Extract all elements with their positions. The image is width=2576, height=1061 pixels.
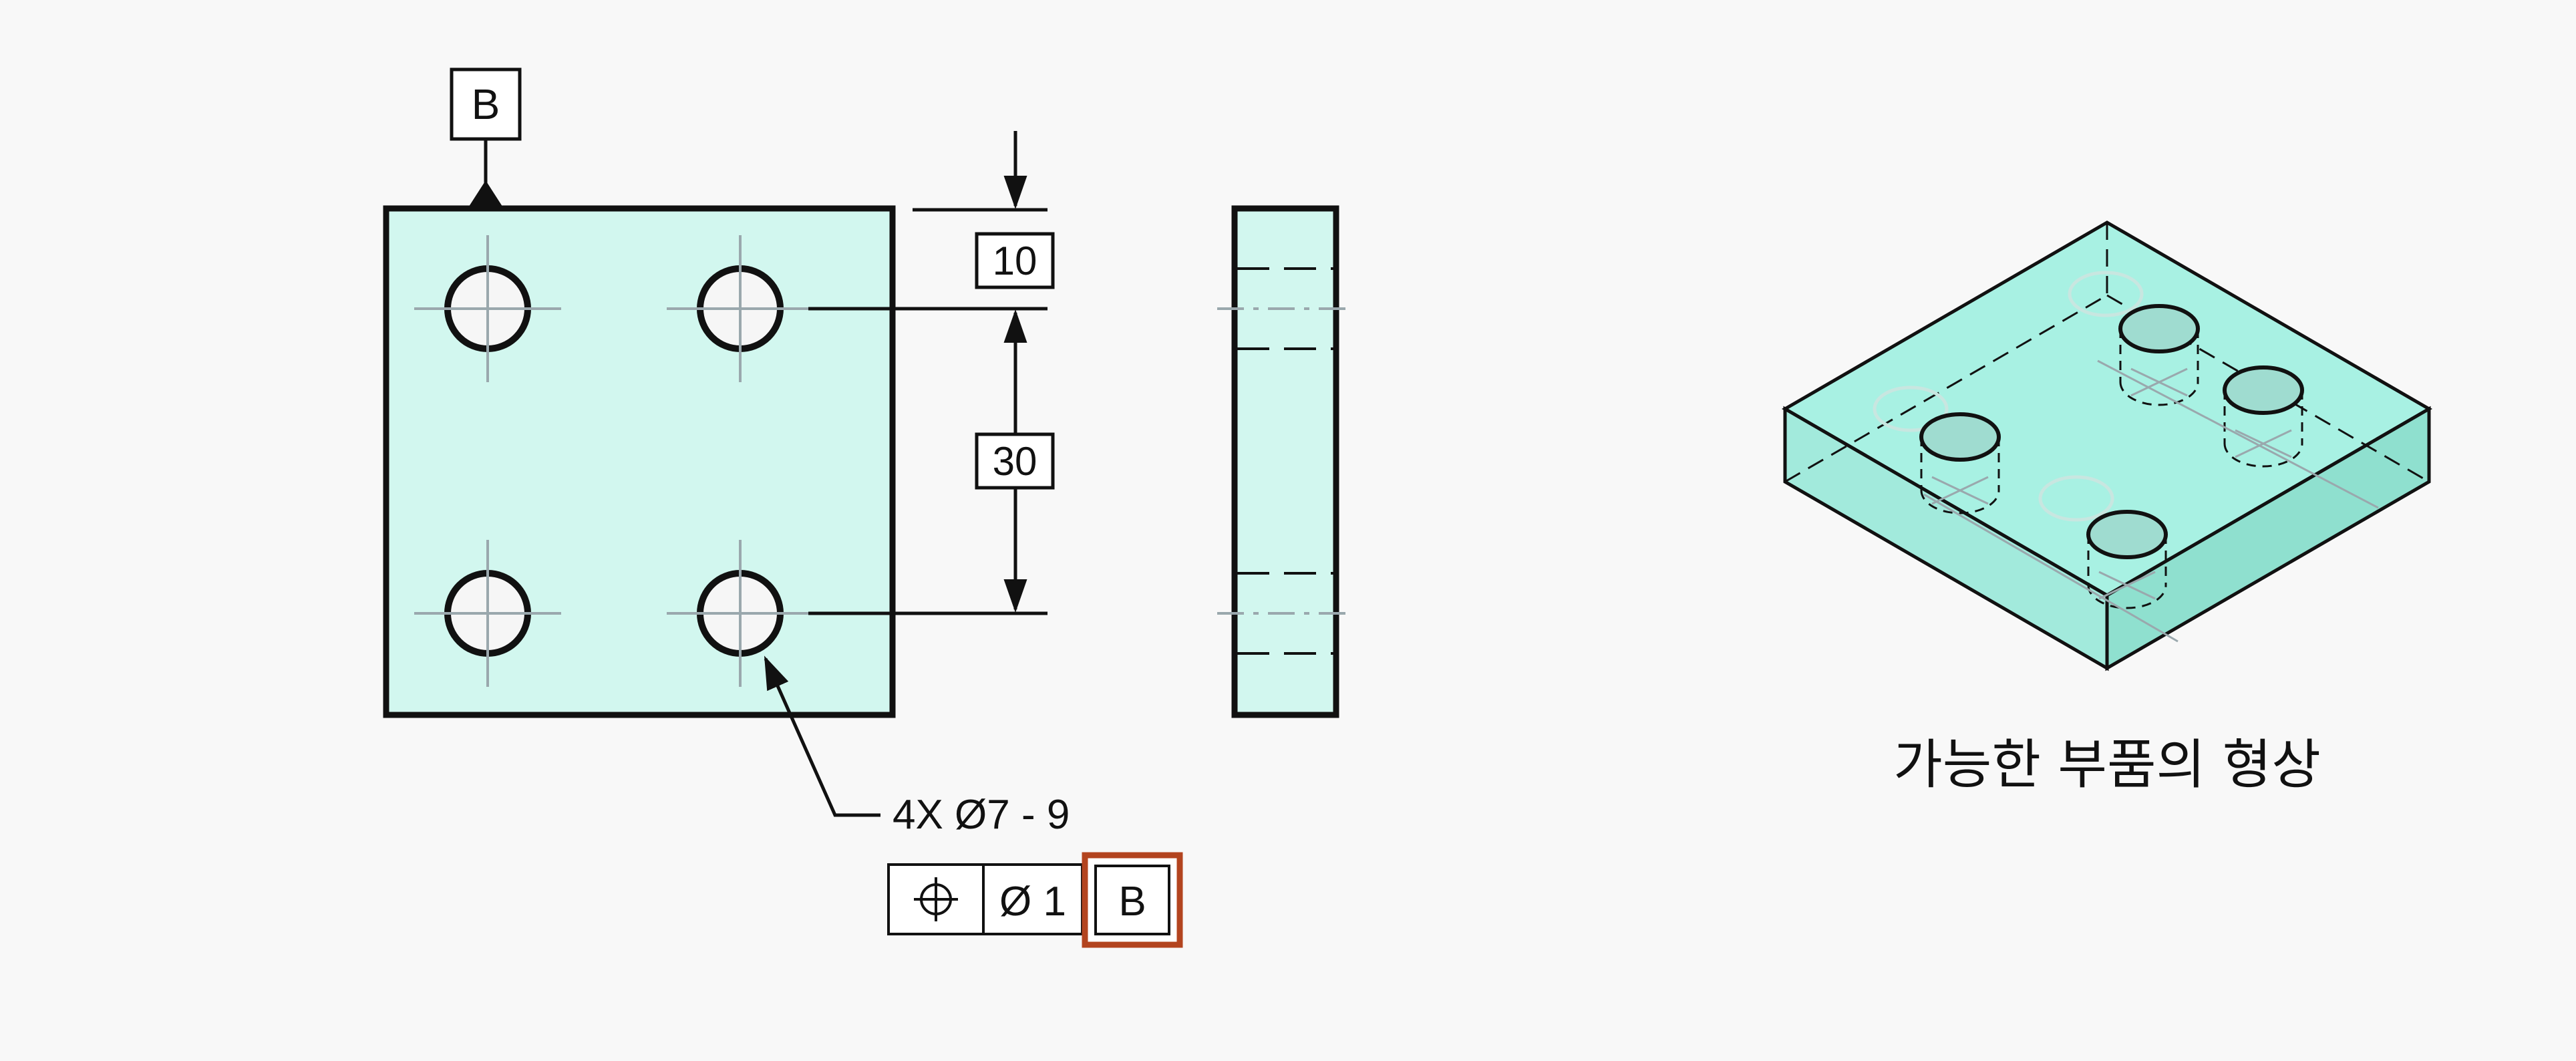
feature-control-frame: Ø 1 B <box>887 852 1183 948</box>
dimension-hole-spacing: 30 <box>975 309 1055 613</box>
tolerance-value: Ø 1 <box>999 879 1066 925</box>
iso-ghost-holes <box>1873 271 2144 522</box>
side-view <box>1217 205 1353 718</box>
isometric-view: 가능한 부품의 형상 <box>1782 220 2432 796</box>
datum-letter: B <box>472 80 500 128</box>
iso-caption: 가능한 부품의 형상 <box>1893 734 2321 796</box>
front-view: B 10 30 4X Ø7 - 9 <box>383 67 1183 948</box>
iso-side-face <box>2105 406 2431 671</box>
dimension-top-offset: 10 <box>975 131 1055 289</box>
hole-top-left <box>414 235 561 382</box>
hole-bottom-left <box>414 540 561 687</box>
datum-reference: B <box>1118 879 1146 925</box>
dimension-hole-spacing-value: 30 <box>993 439 1037 484</box>
datum-feature-symbol: B <box>450 67 522 208</box>
hole-bottom-right <box>667 540 814 687</box>
hole-top-right <box>667 235 814 382</box>
hole-callout: 4X Ø7 - 9 <box>764 655 1070 838</box>
iso-hole-1 <box>2118 304 2200 406</box>
iso-hole-3 <box>1919 412 2001 514</box>
datum-triangle-icon <box>468 180 504 208</box>
position-icon <box>914 877 958 921</box>
iso-hole-2 <box>2223 365 2304 468</box>
iso-center-lines <box>1923 359 2379 643</box>
iso-hole-4 <box>2086 510 2168 609</box>
side-center-lines <box>1217 307 1353 615</box>
hidden-hole-lines <box>1237 267 1333 655</box>
dimension-top-offset-value: 10 <box>993 239 1037 283</box>
hole-callout-text: 4X Ø7 - 9 <box>893 792 1070 838</box>
side-view-plate <box>1231 205 1339 718</box>
